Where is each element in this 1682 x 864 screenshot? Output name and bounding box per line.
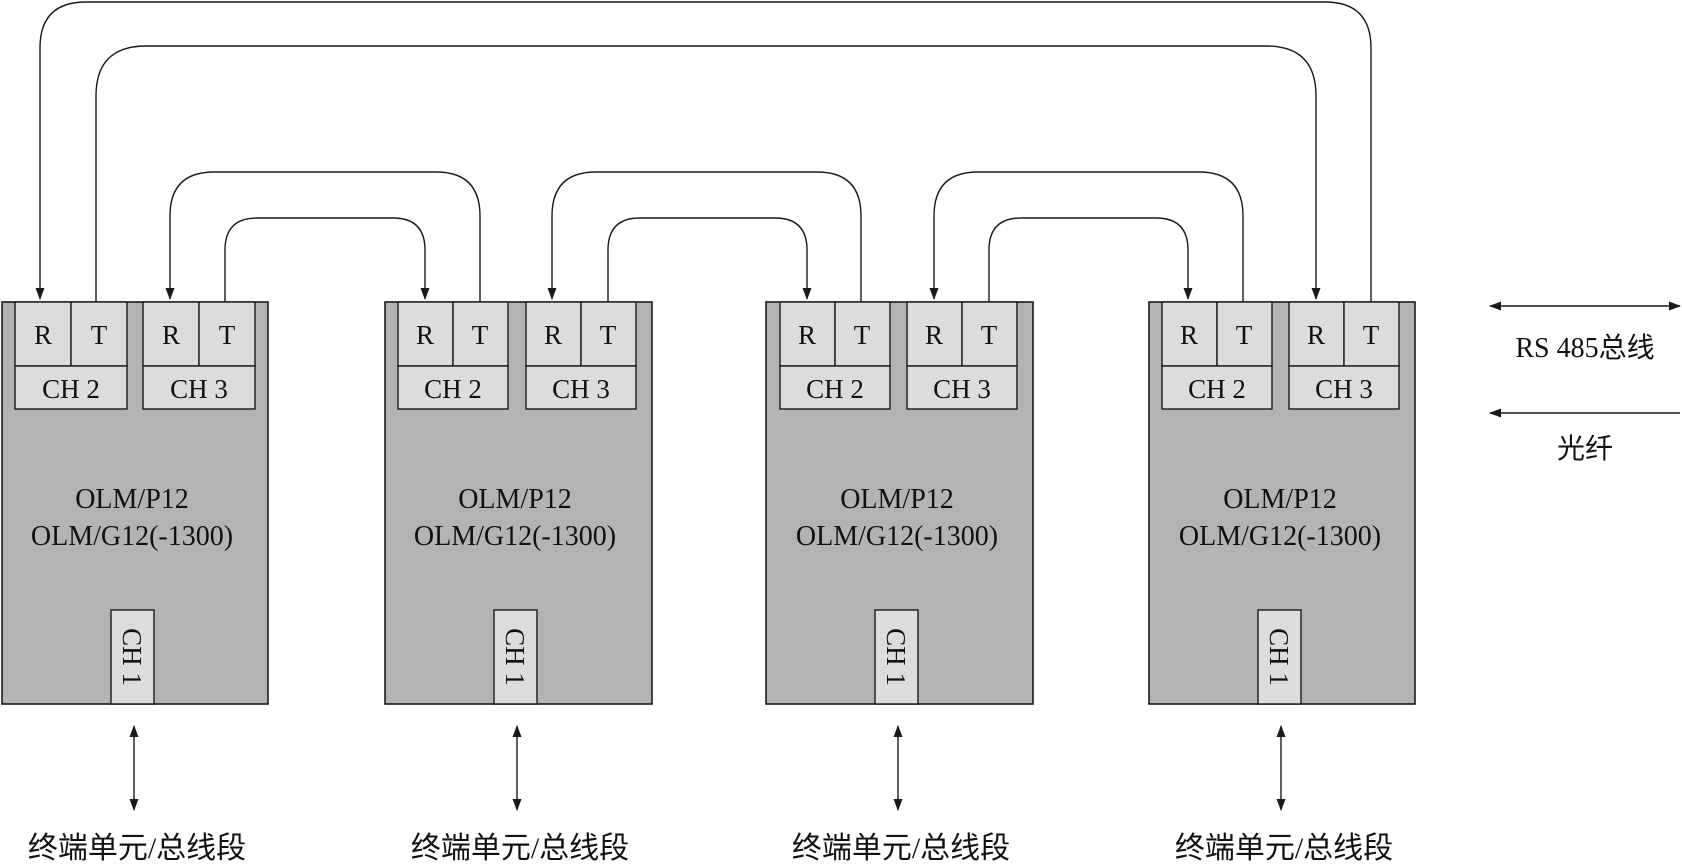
channel-label: CH 3	[170, 374, 228, 404]
receive-label: R	[544, 320, 562, 350]
receive-label: R	[34, 320, 52, 350]
ch1-label: CH 1	[881, 628, 911, 686]
channel-label: CH 2	[806, 374, 864, 404]
legend: RS 485总线 光纤	[1489, 301, 1681, 465]
transmit-port-cell	[961, 301, 1018, 367]
transmit-label: T	[219, 320, 236, 350]
channel-label: CH 3	[1315, 374, 1373, 404]
fiber-link-m4-to-m3	[929, 171, 1244, 302]
terminal-unit-label: 终端单元/总线段	[28, 832, 246, 864]
transmit-port-cell	[198, 301, 256, 367]
transmit-label: T	[1363, 320, 1380, 350]
olm-module: R T CH 2 R T CH 3 OLM/P12 OLM/G12(-1300)…	[1, 301, 269, 705]
channel-label: CH 3	[552, 374, 610, 404]
transmit-port-cell	[1343, 301, 1400, 367]
olm-module: R T CH 2 R T CH 3 OLM/P12 OLM/G12(-1300)…	[384, 301, 653, 705]
model-name-secondary: OLM/G12(-1300)	[31, 521, 233, 552]
channel-cell	[906, 365, 1018, 410]
channel-cell	[525, 365, 637, 410]
receive-label: R	[416, 320, 434, 350]
terminal-unit-label: 终端单元/总线段	[411, 832, 629, 864]
channel-cell	[1288, 365, 1400, 410]
receive-label: R	[798, 320, 816, 350]
model-name-secondary: OLM/G12(-1300)	[414, 521, 616, 552]
transmit-label: T	[981, 320, 998, 350]
ch1-port-cell	[493, 609, 538, 705]
model-name-primary: OLM/P12	[1223, 484, 1337, 515]
ch1-port-cell	[1257, 609, 1302, 705]
receive-label: R	[1180, 320, 1198, 350]
ch1-port-cell	[874, 609, 919, 705]
receive-port-cell	[397, 301, 454, 367]
fiber-link-m3-to-m2	[547, 171, 862, 302]
receive-port-cell	[14, 301, 72, 367]
transmit-port-cell	[1216, 301, 1273, 367]
receive-label: R	[162, 320, 180, 350]
transmit-label: T	[600, 320, 617, 350]
ch1-port-cell	[110, 609, 155, 705]
transmit-label: T	[854, 320, 871, 350]
ch1-label: CH 1	[500, 628, 530, 686]
fiber-link-m2-to-m3	[607, 217, 812, 302]
channel-cell	[142, 365, 256, 410]
channel-label: CH 2	[424, 374, 482, 404]
fiber-ring-outer	[35, 1, 1372, 302]
legend-fiber-label: 光纤	[1557, 433, 1613, 465]
receive-port-cell	[1288, 301, 1345, 367]
legend-rs485-label: RS 485总线	[1515, 332, 1654, 364]
channel-label: CH 3	[933, 374, 991, 404]
model-name-primary: OLM/P12	[840, 484, 954, 515]
olm-module: R T CH 2 R T CH 3 OLM/P12 OLM/G12(-1300)…	[1148, 301, 1416, 705]
model-name-secondary: OLM/G12(-1300)	[1179, 521, 1381, 552]
receive-port-cell	[779, 301, 836, 367]
channel-label: CH 2	[1188, 374, 1246, 404]
fiber-link-m2-to-m1	[165, 171, 481, 302]
ch1-label: CH 1	[117, 628, 147, 686]
receive-label: R	[1307, 320, 1325, 350]
fiber-ring-inner	[95, 45, 1321, 302]
transmit-label: T	[91, 320, 108, 350]
transmit-port-cell	[834, 301, 891, 367]
channel-cell	[1161, 365, 1273, 410]
channel-cell	[779, 365, 891, 410]
receive-port-cell	[906, 301, 963, 367]
channel-cell	[397, 365, 509, 410]
transmit-label: T	[472, 320, 489, 350]
model-name-primary: OLM/P12	[75, 484, 189, 515]
transmit-port-cell	[580, 301, 637, 367]
model-name-secondary: OLM/G12(-1300)	[796, 521, 998, 552]
ch1-label: CH 1	[1264, 628, 1294, 686]
fiber-link-m3-to-m4	[988, 217, 1193, 302]
olm-module: R T CH 2 R T CH 3 OLM/P12 OLM/G12(-1300)…	[765, 301, 1034, 705]
transmit-label: T	[1236, 320, 1253, 350]
channel-cell	[14, 365, 128, 410]
terminal-unit-label: 终端单元/总线段	[792, 832, 1010, 864]
model-name-primary: OLM/P12	[458, 484, 572, 515]
receive-label: R	[925, 320, 943, 350]
fiber-link-m1-to-m2	[224, 217, 430, 302]
channel-label: CH 2	[42, 374, 100, 404]
transmit-port-cell	[452, 301, 509, 367]
terminal-unit-label: 终端单元/总线段	[1175, 832, 1393, 864]
